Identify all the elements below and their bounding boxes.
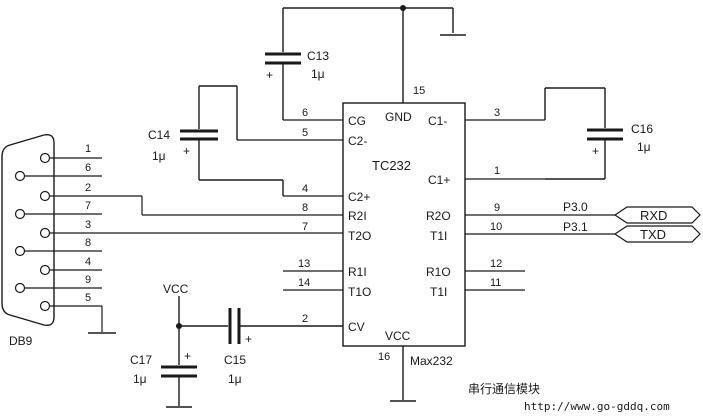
db9-pin-7-number: 7: [85, 200, 91, 212]
chip-pin-r1o-label: R1O: [426, 265, 451, 279]
capacitor-c16-value: 1μ: [637, 140, 651, 154]
chip-name: TC232: [372, 158, 411, 173]
chip-pin-cv-label: CV: [348, 320, 365, 334]
chip-pin-c2-plus-label: C2+: [348, 190, 370, 204]
chip-pin-c2-minus-label: C2-: [348, 134, 367, 148]
diagram-caption: 串行通信模块: [468, 382, 540, 396]
db9-pin-4-number: 4: [85, 256, 91, 268]
chip-pin-3-number: 3: [494, 107, 500, 119]
watermark-url: http://www.go-gddq.com: [524, 400, 670, 413]
c14-circuit: [198, 85, 284, 196]
chip-pin-2-number: 2: [302, 313, 308, 325]
chip-pin-4-number: 4: [302, 183, 308, 195]
capacitor-c17-name: C17: [130, 353, 152, 367]
db9-pin-8-number: 8: [85, 237, 91, 249]
net-port-p3-0: P3.0: [563, 200, 588, 214]
chip-pin-8-number: 8: [302, 202, 308, 214]
capacitor-c14-polarity: +: [183, 144, 190, 158]
chip-pin-16-number: 16: [378, 351, 390, 363]
capacitor-c13-polarity: +: [266, 68, 273, 82]
net-signal-rxd: RXD: [640, 208, 667, 223]
chip-pin-11-number: 11: [490, 277, 501, 289]
capacitor-c13-value: 1μ: [311, 67, 325, 81]
chip-pin-6-number: 6: [302, 107, 308, 119]
capacitor-c14-value: 1μ: [152, 149, 166, 163]
chip-pin-r2o-label: R2O: [426, 209, 451, 223]
chip-pin-c1-plus-label: C1+: [428, 173, 450, 187]
chip-pin-7-number: 7: [302, 221, 308, 233]
chip-pin-15-number: 15: [413, 85, 425, 97]
chip-pin-r2i-label: R2I: [348, 209, 367, 223]
capacitor-c17-symbol: [161, 365, 197, 378]
chip-pin-vcc-label: VCC: [385, 329, 411, 343]
chip-pin-12-number: 12: [490, 258, 502, 270]
db9-pin-6-number: 6: [85, 162, 91, 174]
chip-pin-t1i-2-label: T1I: [430, 285, 447, 299]
capacitor-c13-symbol: [265, 52, 301, 65]
capacitor-c16-polarity: +: [592, 144, 599, 158]
capacitor-c13-name: C13: [307, 49, 329, 63]
capacitor-c14-symbol: [180, 129, 218, 141]
junction-dot: [400, 5, 406, 11]
db9-connector-name: DB9: [9, 334, 33, 348]
db9-pin-3-number: 3: [85, 219, 91, 231]
junction-dot: [176, 323, 182, 329]
chip-pin-gnd-label: GND: [385, 110, 412, 124]
net-flag-rxd: [613, 206, 701, 224]
net-signal-txd: TXD: [640, 227, 666, 242]
capacitor-c15-name: C15: [224, 353, 246, 367]
db9-pin-5-number: 5: [85, 292, 91, 304]
chip-pin-r1i-label: R1I: [348, 265, 367, 279]
supply-vcc-label: VCC: [163, 282, 189, 296]
chip-pin-leads: [237, 119, 615, 291]
chip-pin-9-number: 9: [494, 202, 500, 214]
capacitor-c15-value: 1μ: [228, 372, 242, 386]
chip-part-number: Max232: [410, 354, 453, 368]
chip-pin-14-number: 14: [298, 277, 310, 289]
chip-pin-1-number: 1: [494, 165, 500, 177]
db9-pin-9-number: 9: [85, 274, 91, 286]
chip-pin-t1o-label: T1O: [348, 285, 371, 299]
chip-pin-cg-label: CG: [348, 114, 366, 128]
capacitor-c14-name: C14: [148, 128, 170, 142]
chip-pin-t2o-label: T2O: [348, 229, 371, 243]
chip-body: [342, 102, 466, 347]
capacitor-c16-symbol: [587, 128, 623, 141]
net-port-p3-1: P3.1: [563, 220, 588, 234]
capacitor-c17-polarity: +: [184, 349, 191, 363]
db9-pin-1-number: 1: [85, 143, 91, 155]
db9-connector-shell: [1, 133, 55, 327]
c13-circuit: [282, 7, 454, 120]
chip-pin-10-number: 10: [490, 221, 502, 233]
c16-circuit: [544, 87, 606, 180]
db9-pin-leads: [25, 157, 343, 334]
db9-pin-2-number: 2: [85, 182, 91, 194]
capacitor-c15-symbol: [228, 308, 241, 344]
chip-pin-t1i-label: T1I: [430, 229, 447, 243]
capacitor-c16-name: C16: [631, 122, 653, 136]
chip-pin-5-number: 5: [302, 127, 308, 139]
db9-pin-holes: [14, 152, 51, 312]
net-flag-txd: [613, 225, 701, 243]
chip-pin-13-number: 13: [298, 258, 310, 270]
capacitor-c17-value: 1μ: [133, 372, 147, 386]
capacitor-c15-polarity: +: [245, 332, 252, 346]
chip-pin-c1-minus-label: C1-: [428, 114, 447, 128]
supply-vcc-net: [166, 296, 416, 408]
